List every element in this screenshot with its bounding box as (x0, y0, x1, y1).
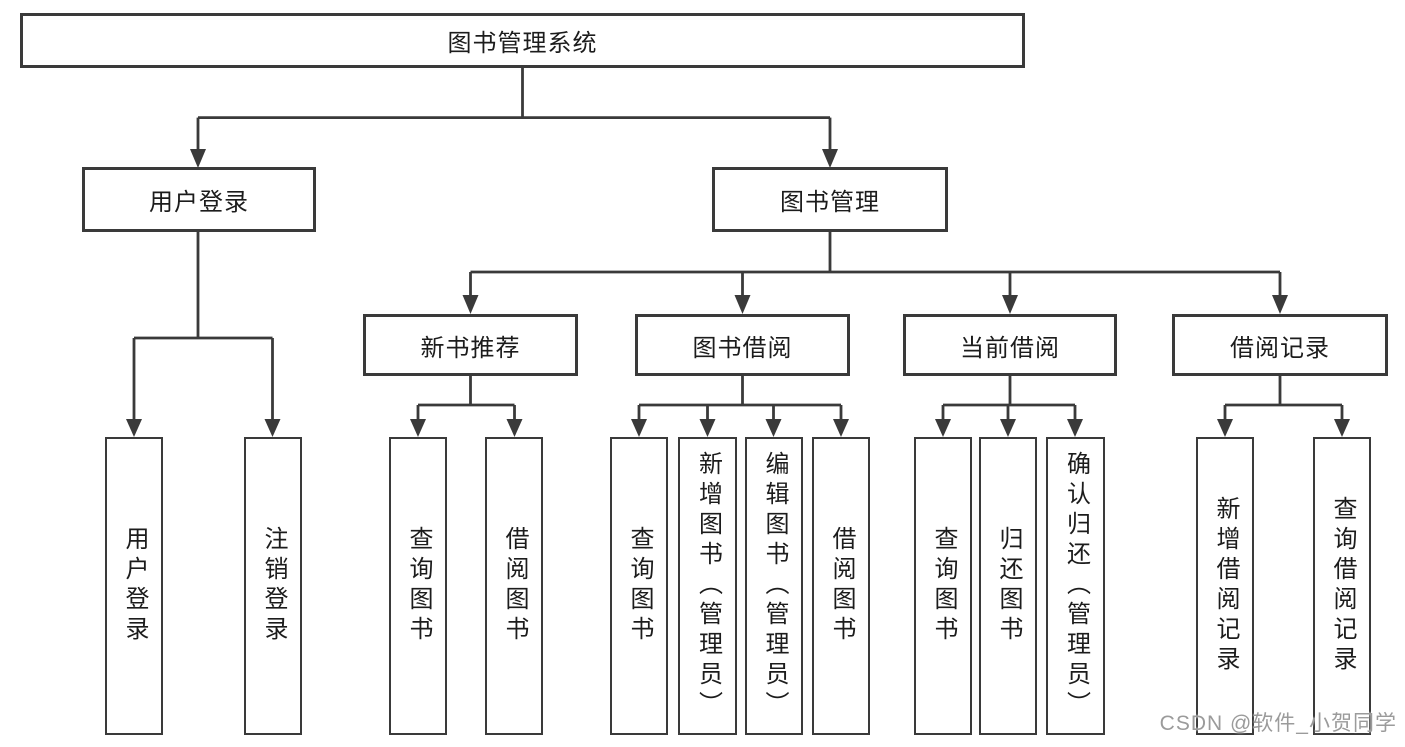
connector-records-children (1217, 375, 1350, 437)
leaf-borrow-edit-books-admin: 编辑图书（管理员） (745, 437, 803, 735)
node-current-borrow: 当前借阅 (903, 314, 1117, 376)
node-new-book-recommend: 新书推荐 (363, 314, 578, 376)
leaf-borrow-borrow-books-label: 借阅图书 (828, 526, 855, 646)
leaf-borrow-add-books-admin-label: 新增图书（管理员） (694, 451, 722, 721)
node-borrow-records-label: 借阅记录 (1230, 334, 1330, 362)
watermark-text: CSDN @软件_小贺同学 (1159, 712, 1397, 735)
node-borrow-records: 借阅记录 (1172, 314, 1388, 376)
connector-new-book-children (410, 375, 523, 437)
connector-current-borrow-children (935, 375, 1083, 437)
node-book-management-label: 图书管理 (780, 189, 880, 216)
node-book-borrow-label: 图书借阅 (692, 334, 793, 362)
connector-user-login-children (126, 230, 281, 437)
leaf-newbook-borrow-books: 借阅图书 (485, 437, 543, 735)
leaf-newbook-query-books: 查询图书 (389, 437, 447, 735)
leaf-current-return-books-label: 归还图书 (995, 526, 1022, 646)
node-book-borrow: 图书借阅 (635, 314, 850, 376)
node-new-book-recommend-label: 新书推荐 (420, 334, 521, 362)
leaf-records-add-record-label: 新增借阅记录 (1212, 496, 1239, 676)
leaf-logout: 注销登录 (244, 437, 302, 735)
leaf-borrow-borrow-books: 借阅图书 (812, 437, 870, 735)
leaf-current-return-books: 归还图书 (979, 437, 1037, 735)
node-book-management: 图书管理 (712, 167, 948, 232)
leaf-current-confirm-return-admin: 确认归还（管理员） (1046, 437, 1105, 735)
leaf-user-login-label: 用户登录 (121, 526, 148, 646)
leaf-borrow-query-books: 查询图书 (610, 437, 668, 735)
connector-book-borrow-children (631, 375, 849, 437)
leaf-current-query-books: 查询图书 (914, 437, 972, 735)
leaf-current-confirm-return-admin-label: 确认归还（管理员） (1062, 451, 1090, 721)
leaf-current-query-books-label: 查询图书 (930, 526, 957, 646)
leaf-records-add-record: 新增借阅记录 (1196, 437, 1254, 735)
connector-root-to-level2 (190, 66, 838, 168)
leaf-borrow-query-books-label: 查询图书 (626, 526, 653, 646)
leaf-borrow-add-books-admin: 新增图书（管理员） (678, 437, 737, 735)
node-root-label: 图书管理系统 (447, 30, 598, 57)
node-user-login: 用户登录 (82, 167, 316, 232)
leaf-newbook-borrow-books-label: 借阅图书 (501, 526, 528, 646)
node-root: 图书管理系统 (20, 13, 1025, 68)
connector-book-mgmt-to-level3 (462, 230, 1288, 314)
leaf-user-login: 用户登录 (105, 437, 163, 735)
leaf-logout-label: 注销登录 (260, 526, 287, 646)
leaf-records-query-record-label: 查询借阅记录 (1329, 496, 1356, 676)
leaf-records-query-record: 查询借阅记录 (1313, 437, 1371, 735)
leaf-borrow-edit-books-admin-label: 编辑图书（管理员） (761, 451, 788, 721)
node-current-borrow-label: 当前借阅 (960, 334, 1060, 362)
node-user-login-label: 用户登录 (149, 189, 249, 216)
leaf-newbook-query-books-label: 查询图书 (405, 526, 432, 646)
